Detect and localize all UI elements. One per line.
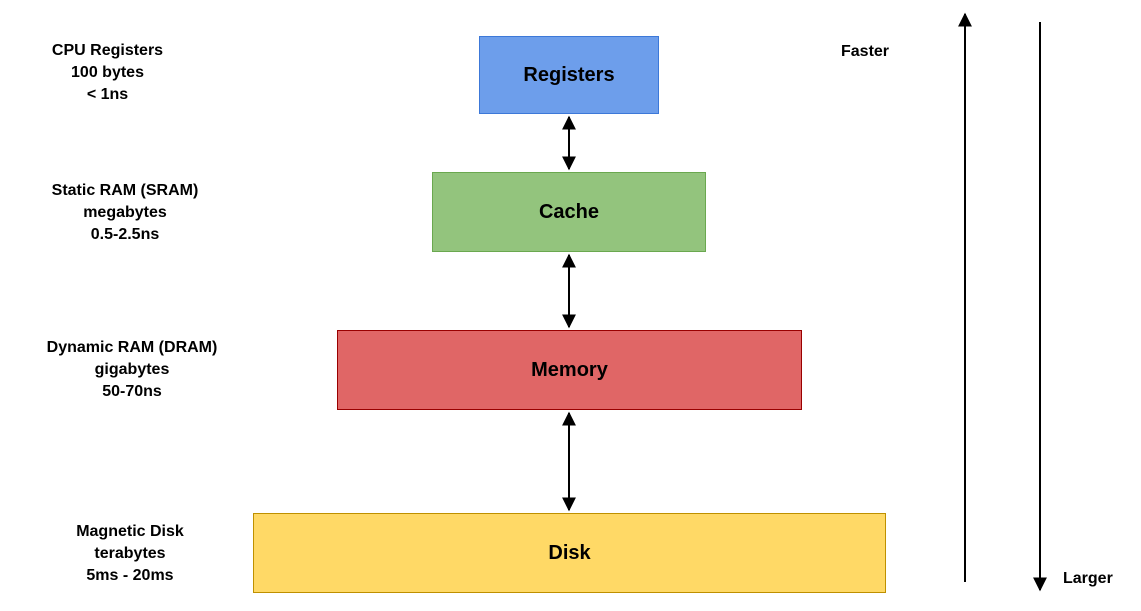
memory-latency: 50-70ns bbox=[102, 383, 162, 400]
disk-box-label: Disk bbox=[548, 541, 591, 564]
memory-description: Dynamic RAM (DRAM) gigabytes 50-70ns bbox=[12, 337, 252, 403]
memory-box: Memory bbox=[337, 330, 802, 410]
faster-label: Faster bbox=[841, 43, 890, 60]
larger-label: Larger bbox=[1063, 570, 1113, 587]
registers-box-label: Registers bbox=[523, 63, 615, 86]
registers-latency: < 1ns bbox=[86, 86, 129, 103]
cache-box: Cache bbox=[432, 172, 706, 252]
registers-type: CPU Registers bbox=[51, 42, 164, 59]
memory-size: gigabytes bbox=[94, 361, 170, 378]
cache-description: Static RAM (SRAM) megabytes 0.5-2.5ns bbox=[20, 180, 230, 246]
cache-size: megabytes bbox=[83, 204, 167, 221]
memory-box-label: Memory bbox=[531, 358, 608, 381]
registers-description: CPU Registers 100 bytes < 1ns bbox=[20, 40, 195, 106]
cache-latency: 0.5-2.5ns bbox=[90, 226, 160, 243]
cache-type: Static RAM (SRAM) bbox=[51, 182, 199, 199]
registers-box: Registers bbox=[479, 36, 659, 114]
memory-type: Dynamic RAM (DRAM) bbox=[46, 339, 218, 356]
cache-box-label: Cache bbox=[538, 200, 600, 223]
registers-size: 100 bytes bbox=[71, 64, 144, 81]
disk-box: Disk bbox=[253, 513, 886, 593]
disk-description: Magnetic Disk terabytes 5ms - 20ms bbox=[40, 521, 220, 587]
disk-type: Magnetic Disk bbox=[76, 523, 184, 540]
disk-size: terabytes bbox=[94, 545, 166, 562]
disk-latency: 5ms - 20ms bbox=[86, 567, 174, 584]
